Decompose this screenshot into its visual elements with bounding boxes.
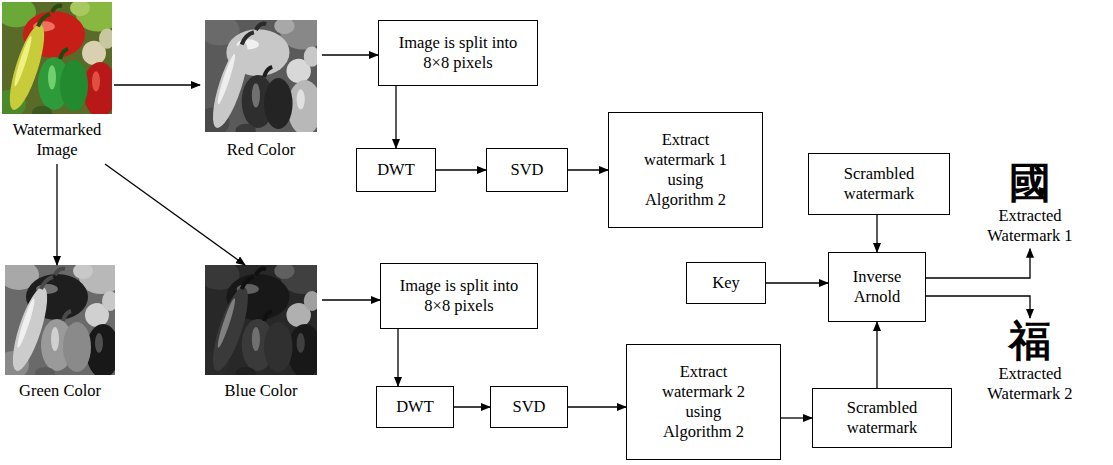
- box-label: SVD: [512, 397, 545, 417]
- image-panel: Watermarked Image: [0, 2, 114, 164]
- process-box: SVD: [486, 148, 568, 192]
- blue-channel-photo: [197, 260, 325, 379]
- flow-arrow: [876, 322, 877, 388]
- green-channel-photo: [0, 260, 123, 379]
- flow-arrow: [105, 164, 245, 265]
- flow-arrow: [114, 84, 200, 85]
- watermark-glyph: 國: [1009, 160, 1051, 206]
- process-box: DWT: [356, 148, 436, 192]
- box-label: Key: [712, 273, 740, 293]
- box-label: Inverse Arnold: [841, 267, 913, 307]
- red-channel-photo: [197, 15, 325, 136]
- flow-arrow: [436, 169, 486, 170]
- image-caption: Blue Color: [225, 381, 298, 401]
- watermarked-photo: [0, 0, 120, 118]
- flow-arrow: [926, 296, 1030, 318]
- image-panel: Green Color: [0, 265, 120, 405]
- process-box: Extract watermark 2 using Algorithm 2: [626, 344, 781, 460]
- box-label: SVD: [510, 160, 543, 180]
- flow-arrow: [926, 249, 1030, 278]
- box-label: DWT: [396, 397, 434, 417]
- image-caption: Red Color: [227, 140, 295, 160]
- image-panel: Red Color: [200, 20, 322, 165]
- flow-arrow: [876, 215, 877, 252]
- image-caption: Extracted Watermark 1: [982, 206, 1078, 246]
- flow-arrow: [56, 164, 57, 265]
- process-box: Image is split into 8×8 pixels: [380, 263, 538, 329]
- box-label: Image is split into 8×8 pixels: [387, 33, 529, 73]
- box-label: Scrambled watermark: [831, 164, 927, 204]
- watermark-image: 福Extracted Watermark 2: [982, 318, 1078, 413]
- box-label: Scrambled watermark: [835, 398, 929, 438]
- process-box: DWT: [376, 386, 454, 428]
- process-box: Scrambled watermark: [808, 153, 950, 215]
- box-label: Extract watermark 2 using Algorithm 2: [654, 362, 753, 441]
- flow-arrow: [397, 329, 398, 386]
- flow-arrow: [766, 282, 828, 283]
- watermark-glyph: 福: [1009, 318, 1051, 364]
- process-box: Image is split into 8×8 pixels: [378, 20, 538, 86]
- watermark-image: 國Extracted Watermark 1: [982, 160, 1078, 249]
- image-caption: Watermarked Image: [0, 120, 114, 160]
- flow-arrow: [322, 54, 378, 55]
- process-box: Key: [686, 262, 766, 304]
- flow-arrow: [322, 299, 380, 300]
- box-label: DWT: [377, 160, 415, 180]
- process-box: Inverse Arnold: [828, 252, 926, 322]
- flow-arrow: [568, 169, 608, 170]
- process-box: Extract watermark 1 using Algorithm 2: [608, 112, 763, 228]
- image-caption: Green Color: [19, 381, 101, 401]
- box-label: Image is split into 8×8 pixels: [389, 276, 529, 316]
- flow-arrow: [568, 406, 626, 407]
- box-label: Extract watermark 1 using Algorithm 2: [636, 130, 735, 209]
- flow-arrow: [781, 417, 812, 418]
- flow-arrow: [395, 86, 396, 148]
- flow-arrow: [454, 406, 490, 407]
- process-box: SVD: [490, 386, 568, 428]
- image-panel: Blue Color: [200, 265, 322, 405]
- process-box: Scrambled watermark: [812, 388, 952, 448]
- image-caption: Extracted Watermark 2: [982, 364, 1078, 404]
